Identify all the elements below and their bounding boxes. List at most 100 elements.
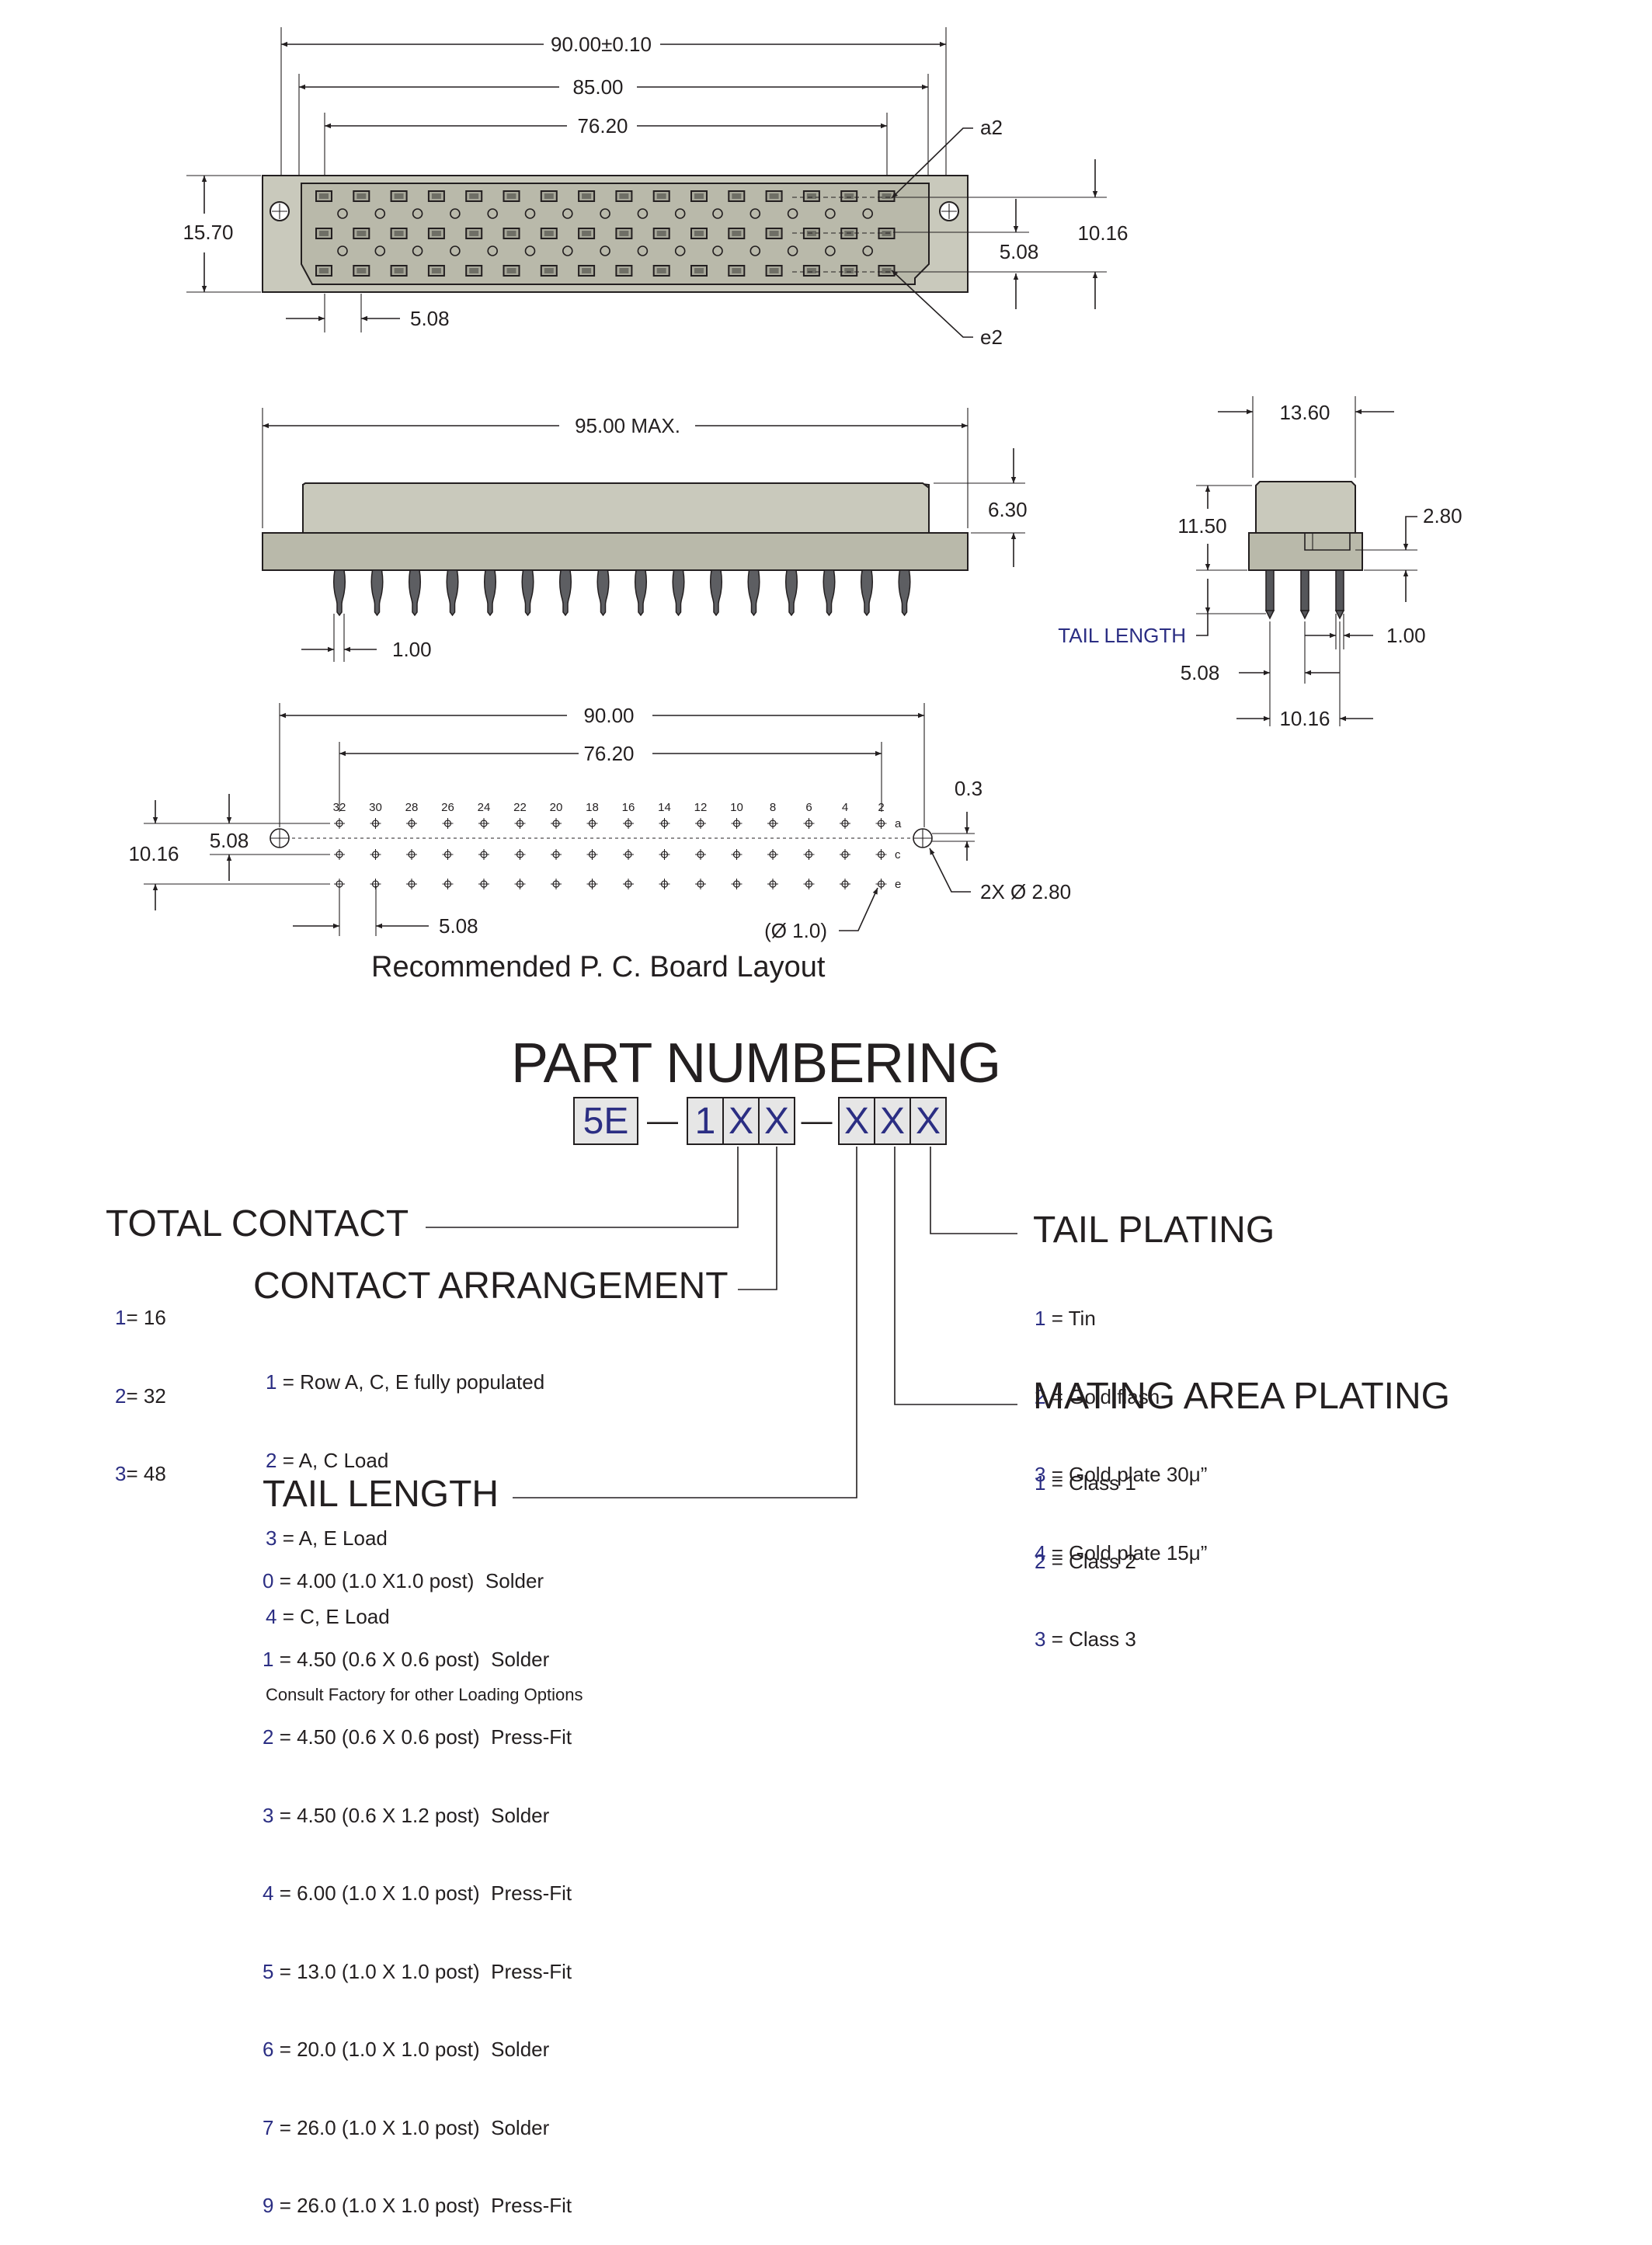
dim-pcb-mount-holes: 2X Ø 2.80 (980, 880, 1071, 903)
dim-pcb-pin-hole: (Ø 1.0) (764, 919, 827, 942)
dim-height-right: 10.16 (1077, 221, 1128, 245)
contact-hole (712, 208, 723, 219)
contact-hole (637, 208, 649, 219)
tail-plating-options: 1 = Tin 2 = Gold flash 3 = Gold plate 30… (1035, 1254, 1207, 1592)
tail-plating-option: 2 = Gold flash (1035, 1384, 1160, 1408)
tail-plating-option: 1 = Tin (1035, 1307, 1096, 1330)
contact-hole (600, 208, 610, 219)
contact-hole (374, 208, 386, 219)
tail-length-option: 4 = 6.00 (1.0 X 1.0 post) Press-Fit (263, 1881, 572, 1905)
contact-arrangement-option: 3 = A, E Load (266, 1526, 388, 1550)
side-pin (408, 569, 422, 617)
dim-end-pin: 1.00 (1386, 624, 1426, 647)
side-pin (483, 569, 497, 617)
part-dash-2: — (801, 1103, 833, 1138)
pcb-column-label: 28 (405, 801, 419, 814)
contact-hole (862, 208, 873, 219)
contact-hole (450, 208, 461, 219)
tail-plating-option: 4 = Gold plate 15μ” (1035, 1540, 1208, 1565)
dim-pcb-col-pitch: 5.08 (439, 914, 478, 938)
label-a2: a2 (980, 116, 1003, 139)
contact-hole (600, 245, 610, 256)
contact-hole (674, 208, 686, 219)
side-pin (558, 569, 572, 617)
part-box-total-contact: X (722, 1097, 760, 1145)
contact-hole (524, 208, 536, 219)
pcb-column-label: 4 (842, 801, 848, 814)
pcb-row-label: c (895, 848, 901, 861)
contact-hole (524, 245, 536, 256)
part-box-series: 5E (573, 1097, 638, 1145)
side-pin (898, 569, 911, 617)
contact-hole (674, 245, 686, 256)
dim-pcb-span: 76.20 (583, 742, 634, 765)
pcb-column-label: 6 (805, 801, 812, 814)
dim-end-width: 13.60 (1279, 401, 1330, 424)
contact-arrangement-options: 1 = Row A, C, E fully populated 2 = A, C… (266, 1317, 583, 1734)
end-view: 13.60 11.50 2.80 TAIL LENGTH 1.00 (1058, 396, 1462, 730)
dim-top-span: 76.20 (577, 114, 628, 137)
contact-hole (825, 208, 836, 219)
tail-length-option: 2 = 4.50 (0.6 X 0.6 post) Press-Fit (263, 1725, 572, 1749)
contact-hole (787, 208, 798, 219)
contact-hole (412, 208, 423, 219)
pcb-caption: Recommended P. C. Board Layout (371, 951, 826, 983)
pcb-row-label: a (895, 817, 902, 830)
part-box-tail-plating: X (909, 1097, 947, 1145)
mating-area-plating-options: 1 = Class 1 2 = Class 2 3 = Class 3 (1035, 1418, 1136, 1679)
pcb-column-label: 24 (478, 801, 491, 814)
part-number-boxes: 5E — 1 X X — X X X (573, 1097, 947, 1145)
mating-plating-option: 1 = Class 1 (1035, 1471, 1136, 1495)
contact-arrangement-option: 4 = C, E Load (266, 1604, 390, 1628)
side-pin (823, 569, 836, 617)
dim-end-step: 2.80 (1423, 504, 1462, 527)
side-view: 95.00 MAX. 6.30 1.00 (262, 408, 1028, 662)
tail-plating-title: TAIL PLATING (1033, 1210, 1275, 1251)
part-dash-1: — (647, 1103, 678, 1138)
contact-hole (862, 245, 873, 256)
technical-drawing: 90.00±0.10 85.00 76.20 15.70 10.16 (128, 27, 1462, 1498)
dim-end-height: 11.50 (1177, 514, 1226, 538)
tail-length-option: 1 = 4.50 (0.6 X 0.6 post) Solder (263, 1647, 550, 1671)
dim-pcb-row-pitch: 5.08 (210, 829, 249, 852)
side-pin (747, 569, 760, 617)
pcb-column-label: 8 (770, 801, 776, 814)
side-pin (596, 569, 610, 617)
label-e2: e2 (980, 325, 1003, 349)
side-pin (784, 569, 798, 617)
tail-plating-option: 3 = Gold plate 30μ” (1035, 1463, 1208, 1486)
contact-hole (487, 245, 499, 256)
contact-hole (450, 245, 461, 256)
contact-hole (637, 245, 649, 256)
dim-side-overall: 95.00 MAX. (575, 414, 680, 437)
total-contact-title: TOTAL CONTACT (106, 1203, 409, 1244)
dim-pcb-row-height: 10.16 (128, 842, 179, 865)
part-numbering-title: PART NUMBERING (511, 1032, 1001, 1095)
dim-height-left: 15.70 (183, 221, 233, 244)
dim-col-pitch: 5.08 (410, 307, 450, 330)
tail-length-option: 7 = 26.0 (1.0 X 1.0 post) Solder (263, 2115, 550, 2139)
side-pin (672, 569, 685, 617)
contact-hole (374, 245, 386, 256)
part-number-leaders (426, 1147, 1017, 1498)
total-contact-option: 3= 48 (115, 1462, 166, 1485)
contact-hole (787, 245, 798, 256)
tail-length-option: 0 = 4.00 (1.0 X1.0 post) Solder (263, 1569, 544, 1592)
pcb-column-label: 20 (550, 801, 563, 814)
pcb-column-label: 22 (513, 801, 527, 814)
dim-side-height: 6.30 (988, 498, 1028, 521)
part-box-mating-plating: X (874, 1097, 911, 1145)
mating-plating-option: 3 = Class 3 (1035, 1627, 1136, 1651)
side-pin (370, 569, 384, 617)
dim-top-mount: 85.00 (572, 75, 623, 99)
label-tail-length: TAIL LENGTH (1058, 624, 1186, 647)
tail-length-option: 5 = 13.0 (1.0 X 1.0 post) Press-Fit (263, 1959, 572, 1983)
pcb-column-label: 14 (658, 801, 671, 814)
contact-hole (749, 245, 761, 256)
contact-arrangement-option: 2 = A, C Load (266, 1448, 389, 1472)
tail-length-option: 9 = 26.0 (1.0 X 1.0 post) Press-Fit (263, 2194, 572, 2217)
total-contact-options: 1= 16 2= 32 3= 48 (115, 1253, 166, 1513)
contact-hole (337, 245, 348, 256)
pcb-row-label: e (895, 878, 901, 891)
